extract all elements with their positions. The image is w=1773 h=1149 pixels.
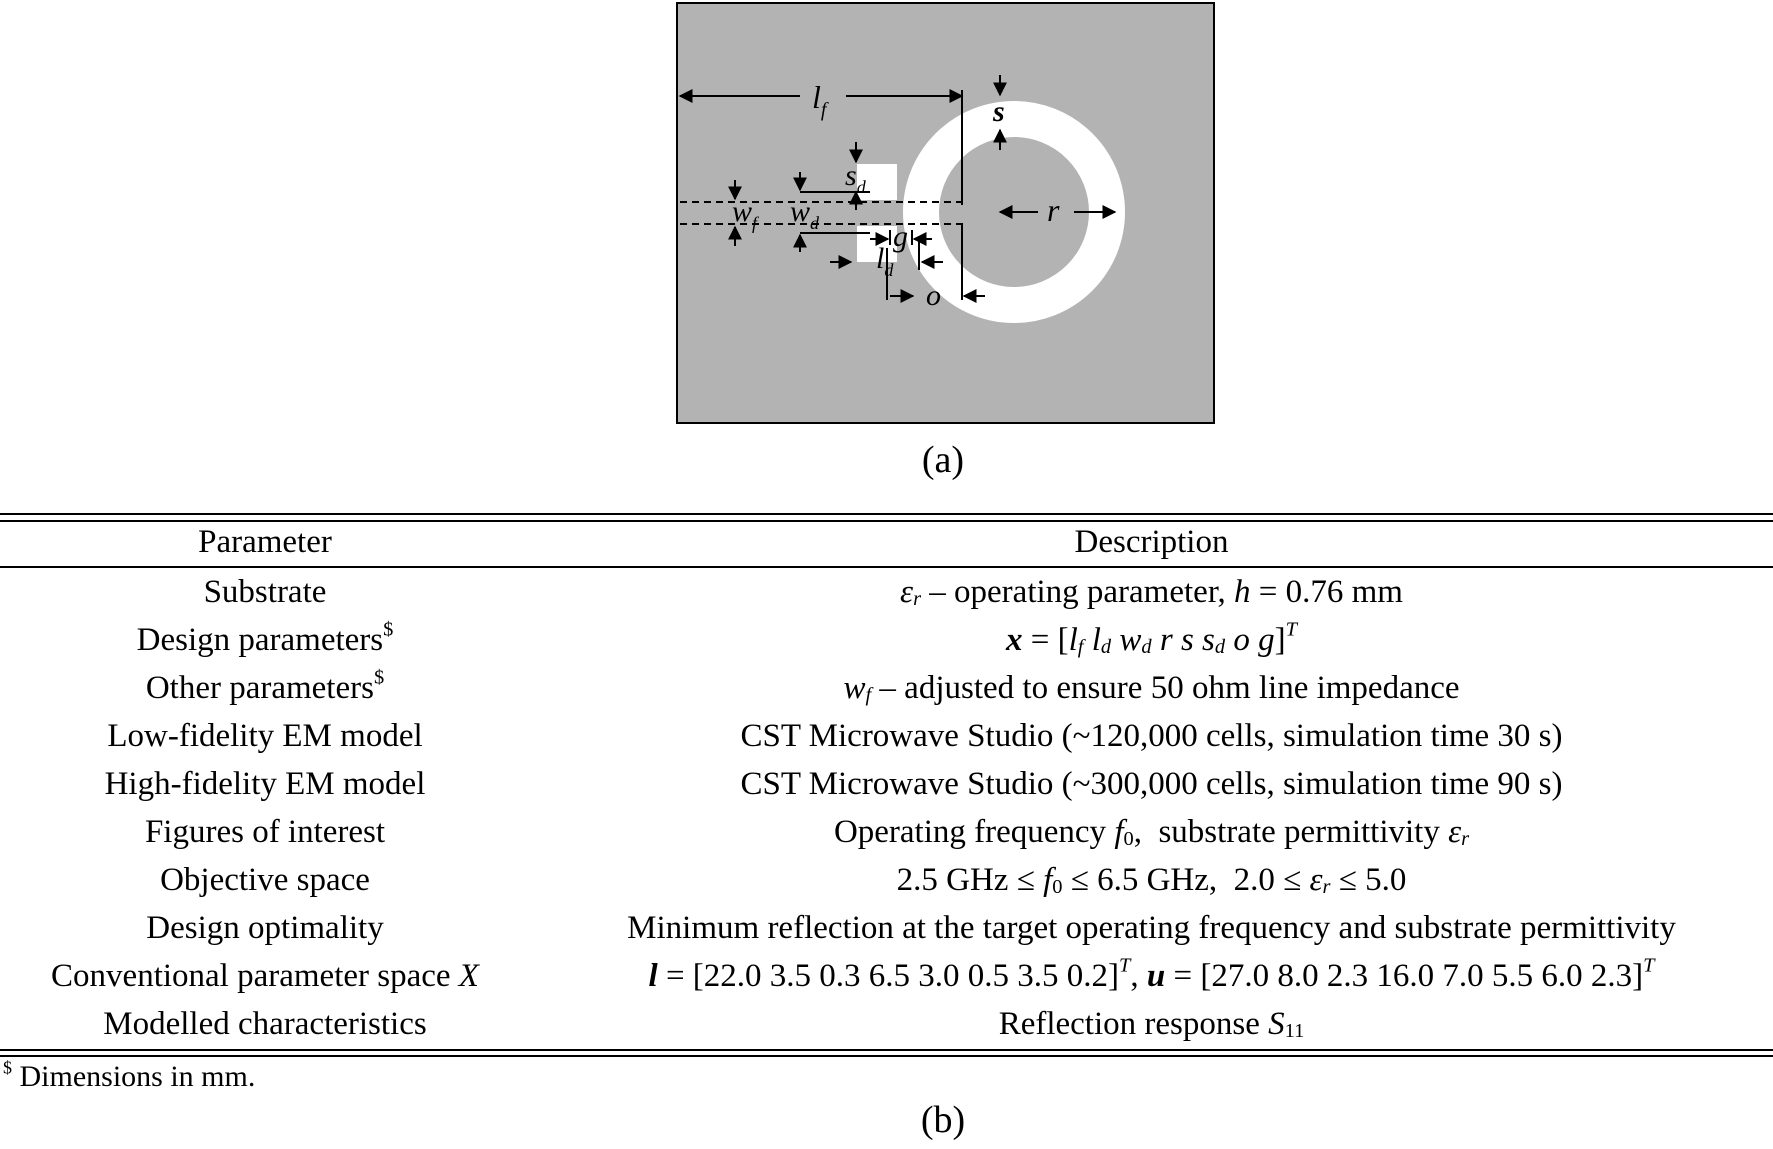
table-top-rule-2: [0, 520, 1773, 522]
s-label: s: [992, 95, 1005, 128]
g-label: g: [893, 220, 908, 253]
caption-a: (a): [921, 439, 965, 481]
sd-label: sd: [845, 159, 867, 197]
table-row: Substrate εr – operating parameter, h = …: [203, 574, 1403, 611]
ld-label: ld: [876, 242, 894, 280]
table-row: Objective space 2.5 GHz ≤ f0 ≤ 6.5 GHz, …: [160, 862, 1407, 899]
header-parameter: Parameter: [198, 524, 332, 560]
table-row: Modelled characteristics Reflection resp…: [103, 1006, 1305, 1043]
table-row: Design parameters$ x = [lf ld wd r s sd …: [136, 618, 1297, 659]
table-top-rule: [0, 513, 1773, 515]
r-label: r: [1047, 192, 1060, 228]
antenna-geometry-figure: lf s sd wf wd r g ld o: [676, 2, 1215, 424]
table-bottom-rule-2: [0, 1055, 1773, 1057]
wf-label: wf: [732, 195, 760, 233]
table-row: Other parameters$ wf – adjusted to ensur…: [145, 666, 1460, 707]
table-header-row: Parameter Description: [0, 518, 1773, 566]
table-footnote: $ Dimensions in mm.: [3, 1057, 256, 1093]
substrate: [676, 2, 1215, 424]
header-description: Description: [1074, 524, 1229, 560]
table-row: Low-fidelity EM model CST Microwave Stud…: [107, 718, 1563, 754]
table-row: Figures of interest Operating frequency …: [144, 814, 1470, 851]
wd-label: wd: [790, 195, 820, 233]
table-row: Conventional parameter space X l = [22.0…: [51, 954, 1655, 994]
o-label: o: [926, 279, 941, 312]
lf-label: lf: [812, 79, 829, 121]
feed-arm-top: [857, 164, 897, 200]
table-row: Design optimality Minimum reflection at …: [146, 910, 1676, 946]
caption-b: (b): [920, 1099, 966, 1141]
table-row: High-fidelity EM model CST Microwave Stu…: [104, 766, 1563, 802]
table-bottom-rule: [0, 1049, 1773, 1051]
table-header-rule: [0, 566, 1773, 568]
